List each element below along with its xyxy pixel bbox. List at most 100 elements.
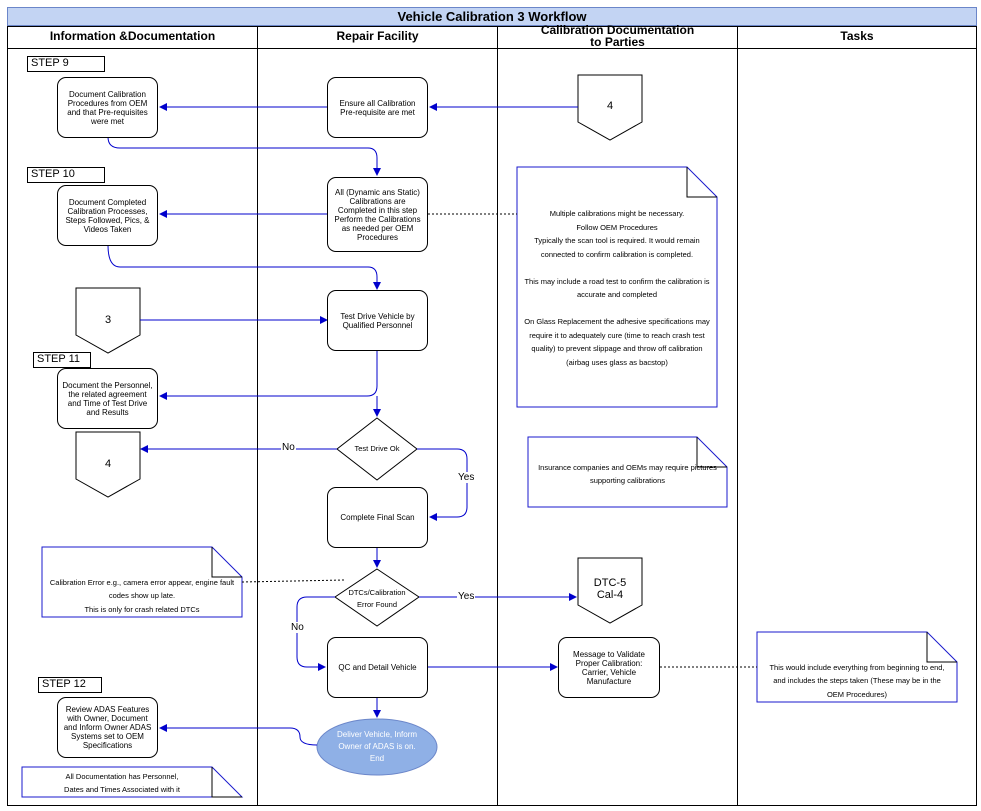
- edge-label-no-dtc: No: [290, 622, 305, 633]
- step-12-label: STEP 12: [38, 677, 102, 693]
- note-line: supporting calibrations: [589, 476, 666, 485]
- cal4-label: Cal-4: [596, 589, 624, 601]
- note-multiple-shape: [516, 166, 718, 408]
- offpage-connector-4-left: [75, 431, 141, 498]
- decision-dtc-label: DTCs/Calibration Error Found: [335, 587, 419, 611]
- note-tasks-shape: [756, 631, 958, 703]
- lane-title-calibration-line2: to Parties: [590, 35, 645, 49]
- note-line: Follow OEM Procedures: [576, 222, 658, 232]
- lane-header: Repair Facility: [258, 27, 497, 49]
- note-line: and includes the steps taken (These may …: [773, 676, 941, 686]
- note-line: This may include a road test to confirm …: [524, 276, 710, 286]
- box-document-completed: Document Completed Calibration Processes…: [57, 185, 158, 246]
- note-line: Dates and Times Associated with it: [64, 785, 180, 794]
- lane-tasks: Tasks: [737, 26, 977, 806]
- note-insurance-shape: [527, 436, 728, 508]
- offpage-4-top-label: 4: [606, 100, 614, 112]
- connector-doc-to-testdrive: [107, 244, 381, 290]
- offpage-dtc-cal: [577, 557, 643, 624]
- end-ellipse-label: Deliver Vehicle, Inform Owner of ADAS is…: [317, 729, 437, 765]
- lane-title-info: Information &Documentation: [49, 29, 216, 43]
- box-message-validate: Message to Validate Proper Calibration: …: [558, 637, 660, 698]
- note-calibration-error: Calibration Error e.g., camera error app…: [42, 575, 242, 617]
- note-tasks-fold: [926, 632, 957, 663]
- lane-title-calibration: Calibration Documentation to Parties: [498, 24, 737, 48]
- note-tasks: This would include everything from begin…: [757, 660, 957, 702]
- note-text: Calibration Error e.g., camera error app…: [50, 576, 234, 617]
- note-insurance-fold: [696, 437, 727, 468]
- note-line: Typically the scan tool is required. It …: [534, 236, 700, 245]
- step-10-label: STEP 10: [27, 167, 105, 183]
- dtc5-label: DTC-5: [593, 577, 627, 589]
- note-text: All Documentation has Personnel, Dates an…: [64, 770, 180, 797]
- lane-header: Tasks: [738, 27, 976, 49]
- connector-doc-to-calibrations: [107, 136, 381, 176]
- lane-header: Calibration Documentation to Parties: [498, 24, 737, 49]
- end-ellipse: [316, 718, 438, 776]
- note-line: Insurance companies and OEMs may require…: [538, 462, 717, 472]
- lane-title-calibration-line1: Calibration Documentation: [540, 23, 695, 37]
- end-label-line3: End: [369, 754, 385, 763]
- note-line: Multiple calibrations might be necessary…: [549, 209, 685, 218]
- lane-title-tasks: Tasks: [840, 29, 874, 43]
- note-line: This is only for crash related DTCs: [84, 604, 200, 614]
- note-line: connected to confirm calibration is comp…: [540, 249, 694, 259]
- note-line: [524, 302, 710, 316]
- note-line: [524, 261, 710, 275]
- edge-label-no-test-drive: No: [281, 442, 296, 453]
- box-final-scan: Complete Final Scan: [327, 487, 428, 548]
- note-line: require it to adequately cure (time to r…: [529, 330, 705, 340]
- offpage-connector-4-top: [577, 74, 643, 141]
- decision-dtc-label-line1: DTCs/Calibration: [348, 588, 406, 597]
- edge-label-yes-test-drive: Yes: [457, 472, 476, 483]
- lane-title-repair: Repair Facility: [336, 29, 419, 43]
- step-11-label: STEP 11: [33, 352, 91, 368]
- offpage-dtc-cal-label: DTC-5 Cal-4: [578, 577, 642, 601]
- note-line: accurate and completed: [576, 290, 658, 299]
- note-text: Insurance companies and OEMs may require…: [538, 461, 717, 488]
- box-qc-detail: QC and Detail Vehicle: [327, 637, 428, 698]
- note-line: (airbag uses glass as bacstop): [566, 357, 668, 367]
- title-bar: Vehicle Calibration 3 Workflow: [7, 7, 977, 26]
- connector-testdrive-to-doc: [159, 351, 378, 400]
- connector-end-to-review: [159, 724, 318, 746]
- diagram-title: Vehicle Calibration 3 Workflow: [397, 9, 587, 24]
- offpage-connector-3: [75, 287, 141, 354]
- end-label-line2: Owner of ADAS is on.: [338, 742, 416, 751]
- note-line: All Documentation has Personnel,: [65, 771, 179, 781]
- note-all-documentation: All Documentation has Personnel, Dates an…: [22, 769, 222, 797]
- offpage-3-label: 3: [104, 314, 112, 326]
- box-test-drive: Test Drive Vehicle by Qualified Personne…: [327, 290, 428, 351]
- note-line: On Glass Replacement the adhesive specif…: [524, 317, 710, 326]
- note-line: quality) to prevent slippage and throw o…: [531, 344, 703, 353]
- note-line: codes show up late.: [108, 591, 176, 601]
- note-multiple-calibrations: Multiple calibrations might be necessary…: [517, 197, 717, 379]
- note-calib-error-shape: [41, 546, 243, 618]
- end-label-line1: Deliver Vehicle, Inform: [336, 730, 418, 739]
- decision-dtc-error: [334, 568, 420, 627]
- edge-label-yes-dtc: Yes: [457, 591, 476, 602]
- note-text: This would include everything from begin…: [769, 661, 944, 702]
- box-document-personnel: Document the Personnel, the related agre…: [57, 368, 158, 429]
- decision-dtc-label-line2: Error Found: [356, 600, 398, 609]
- note-multiple-fold: [686, 167, 717, 198]
- connector-decision-yes: [417, 448, 468, 521]
- note-insurance: Insurance companies and OEMs may require…: [528, 460, 727, 488]
- step-9-label: STEP 9: [27, 56, 105, 72]
- note-line: This would include everything from begin…: [769, 662, 945, 672]
- decision-test-drive-ok-label: Test Drive Ok: [354, 444, 400, 453]
- dotted-link-error-note: [241, 579, 346, 583]
- decision-test-drive-ok: [336, 417, 418, 481]
- box-review-adas: Review ADAS Features with Owner, Documen…: [57, 697, 158, 758]
- box-ensure-prerequisites: Ensure all Calibration Pre-requisite are…: [327, 77, 428, 138]
- lane-header: Information &Documentation: [8, 27, 257, 49]
- box-all-calibrations: All (Dynamic ans Static) Calibrations ar…: [327, 177, 428, 252]
- note-line: OEM Procedures): [826, 689, 887, 699]
- note-line: Calibration Error e.g., camera error app…: [49, 577, 235, 587]
- note-all-docs-fold: [211, 767, 242, 798]
- note-calib-error-fold: [211, 547, 242, 578]
- note-text: Multiple calibrations might be necessary…: [524, 207, 710, 369]
- box-document-procedures: Document Calibration Procedures from OEM…: [57, 77, 158, 138]
